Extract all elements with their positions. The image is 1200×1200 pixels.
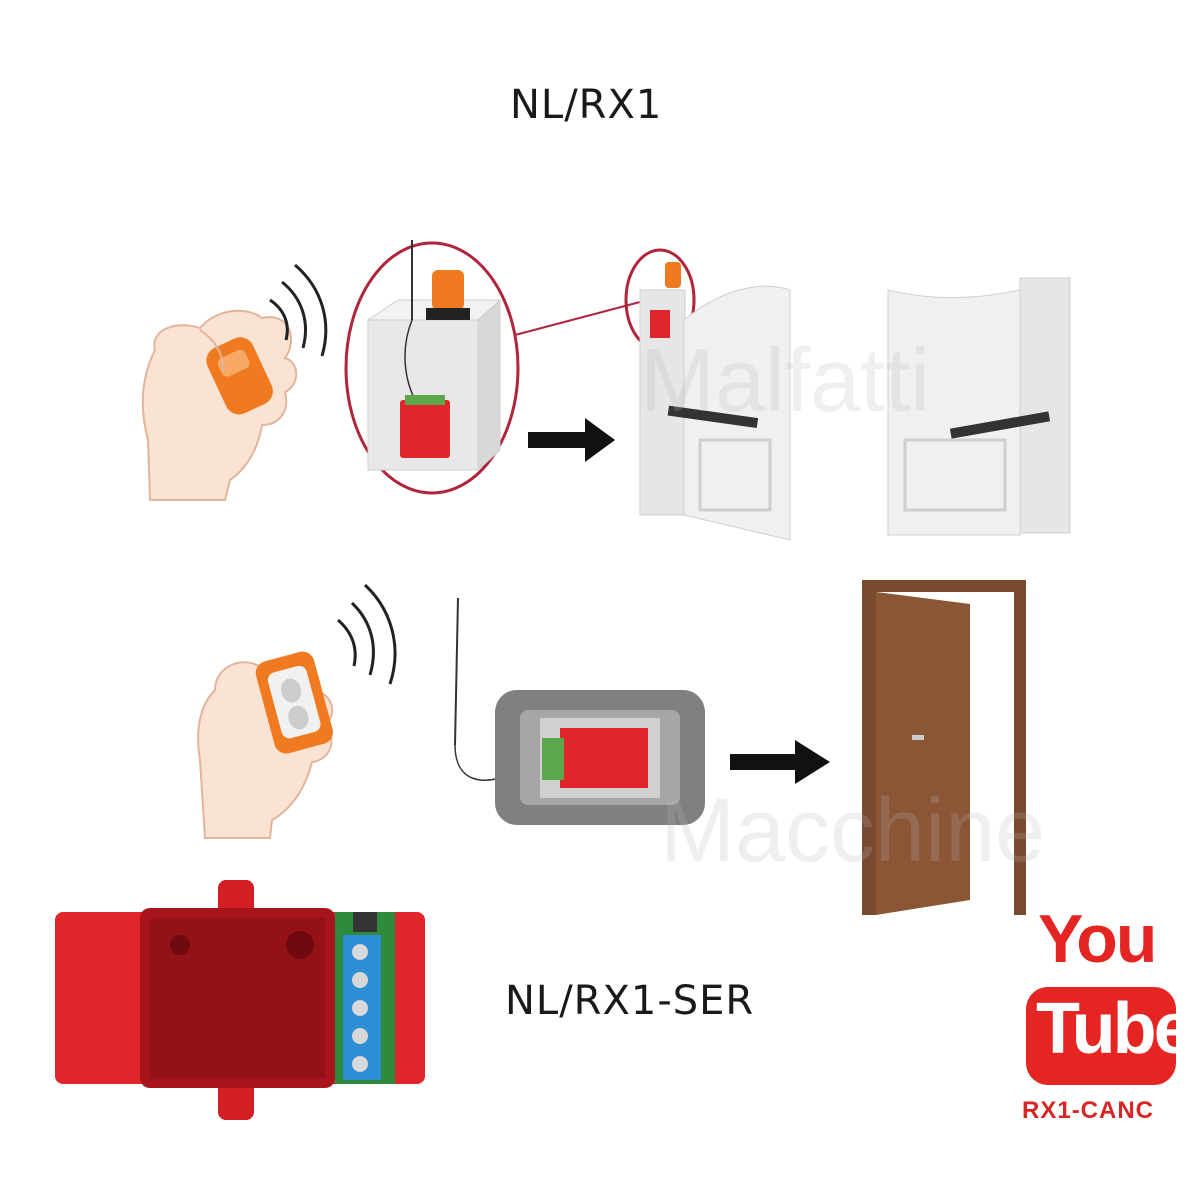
arrow-right-icon bbox=[528, 418, 615, 462]
product-title-nl-rx1-ser: NL/RX1-SER bbox=[505, 978, 755, 1024]
hand-remote-top-icon bbox=[141, 263, 328, 501]
arrow-right-icon bbox=[730, 740, 830, 784]
nl-rx1-ser-receiver-photo bbox=[55, 880, 425, 1120]
video-code-label: RX1-CANC bbox=[1022, 1097, 1155, 1124]
youtube-tube-text: Tube bbox=[1036, 989, 1194, 1069]
wall-plate-receiver-icon bbox=[454, 597, 705, 825]
gate-closed-icon bbox=[887, 277, 1071, 536]
hand-remote-bottom-icon bbox=[197, 583, 397, 839]
youtube-red-box bbox=[1026, 987, 1176, 1085]
youtube-you-text: You bbox=[1038, 901, 1157, 977]
door-open-icon bbox=[862, 580, 1026, 915]
gate-open-icon bbox=[624, 248, 791, 541]
product-title-nl-rx1: NL/RX1 bbox=[510, 82, 663, 128]
zoom-circle-receiver bbox=[344, 240, 641, 495]
youtube-badge[interactable]: You Tube RX1-CANC bbox=[1010, 901, 1194, 1135]
